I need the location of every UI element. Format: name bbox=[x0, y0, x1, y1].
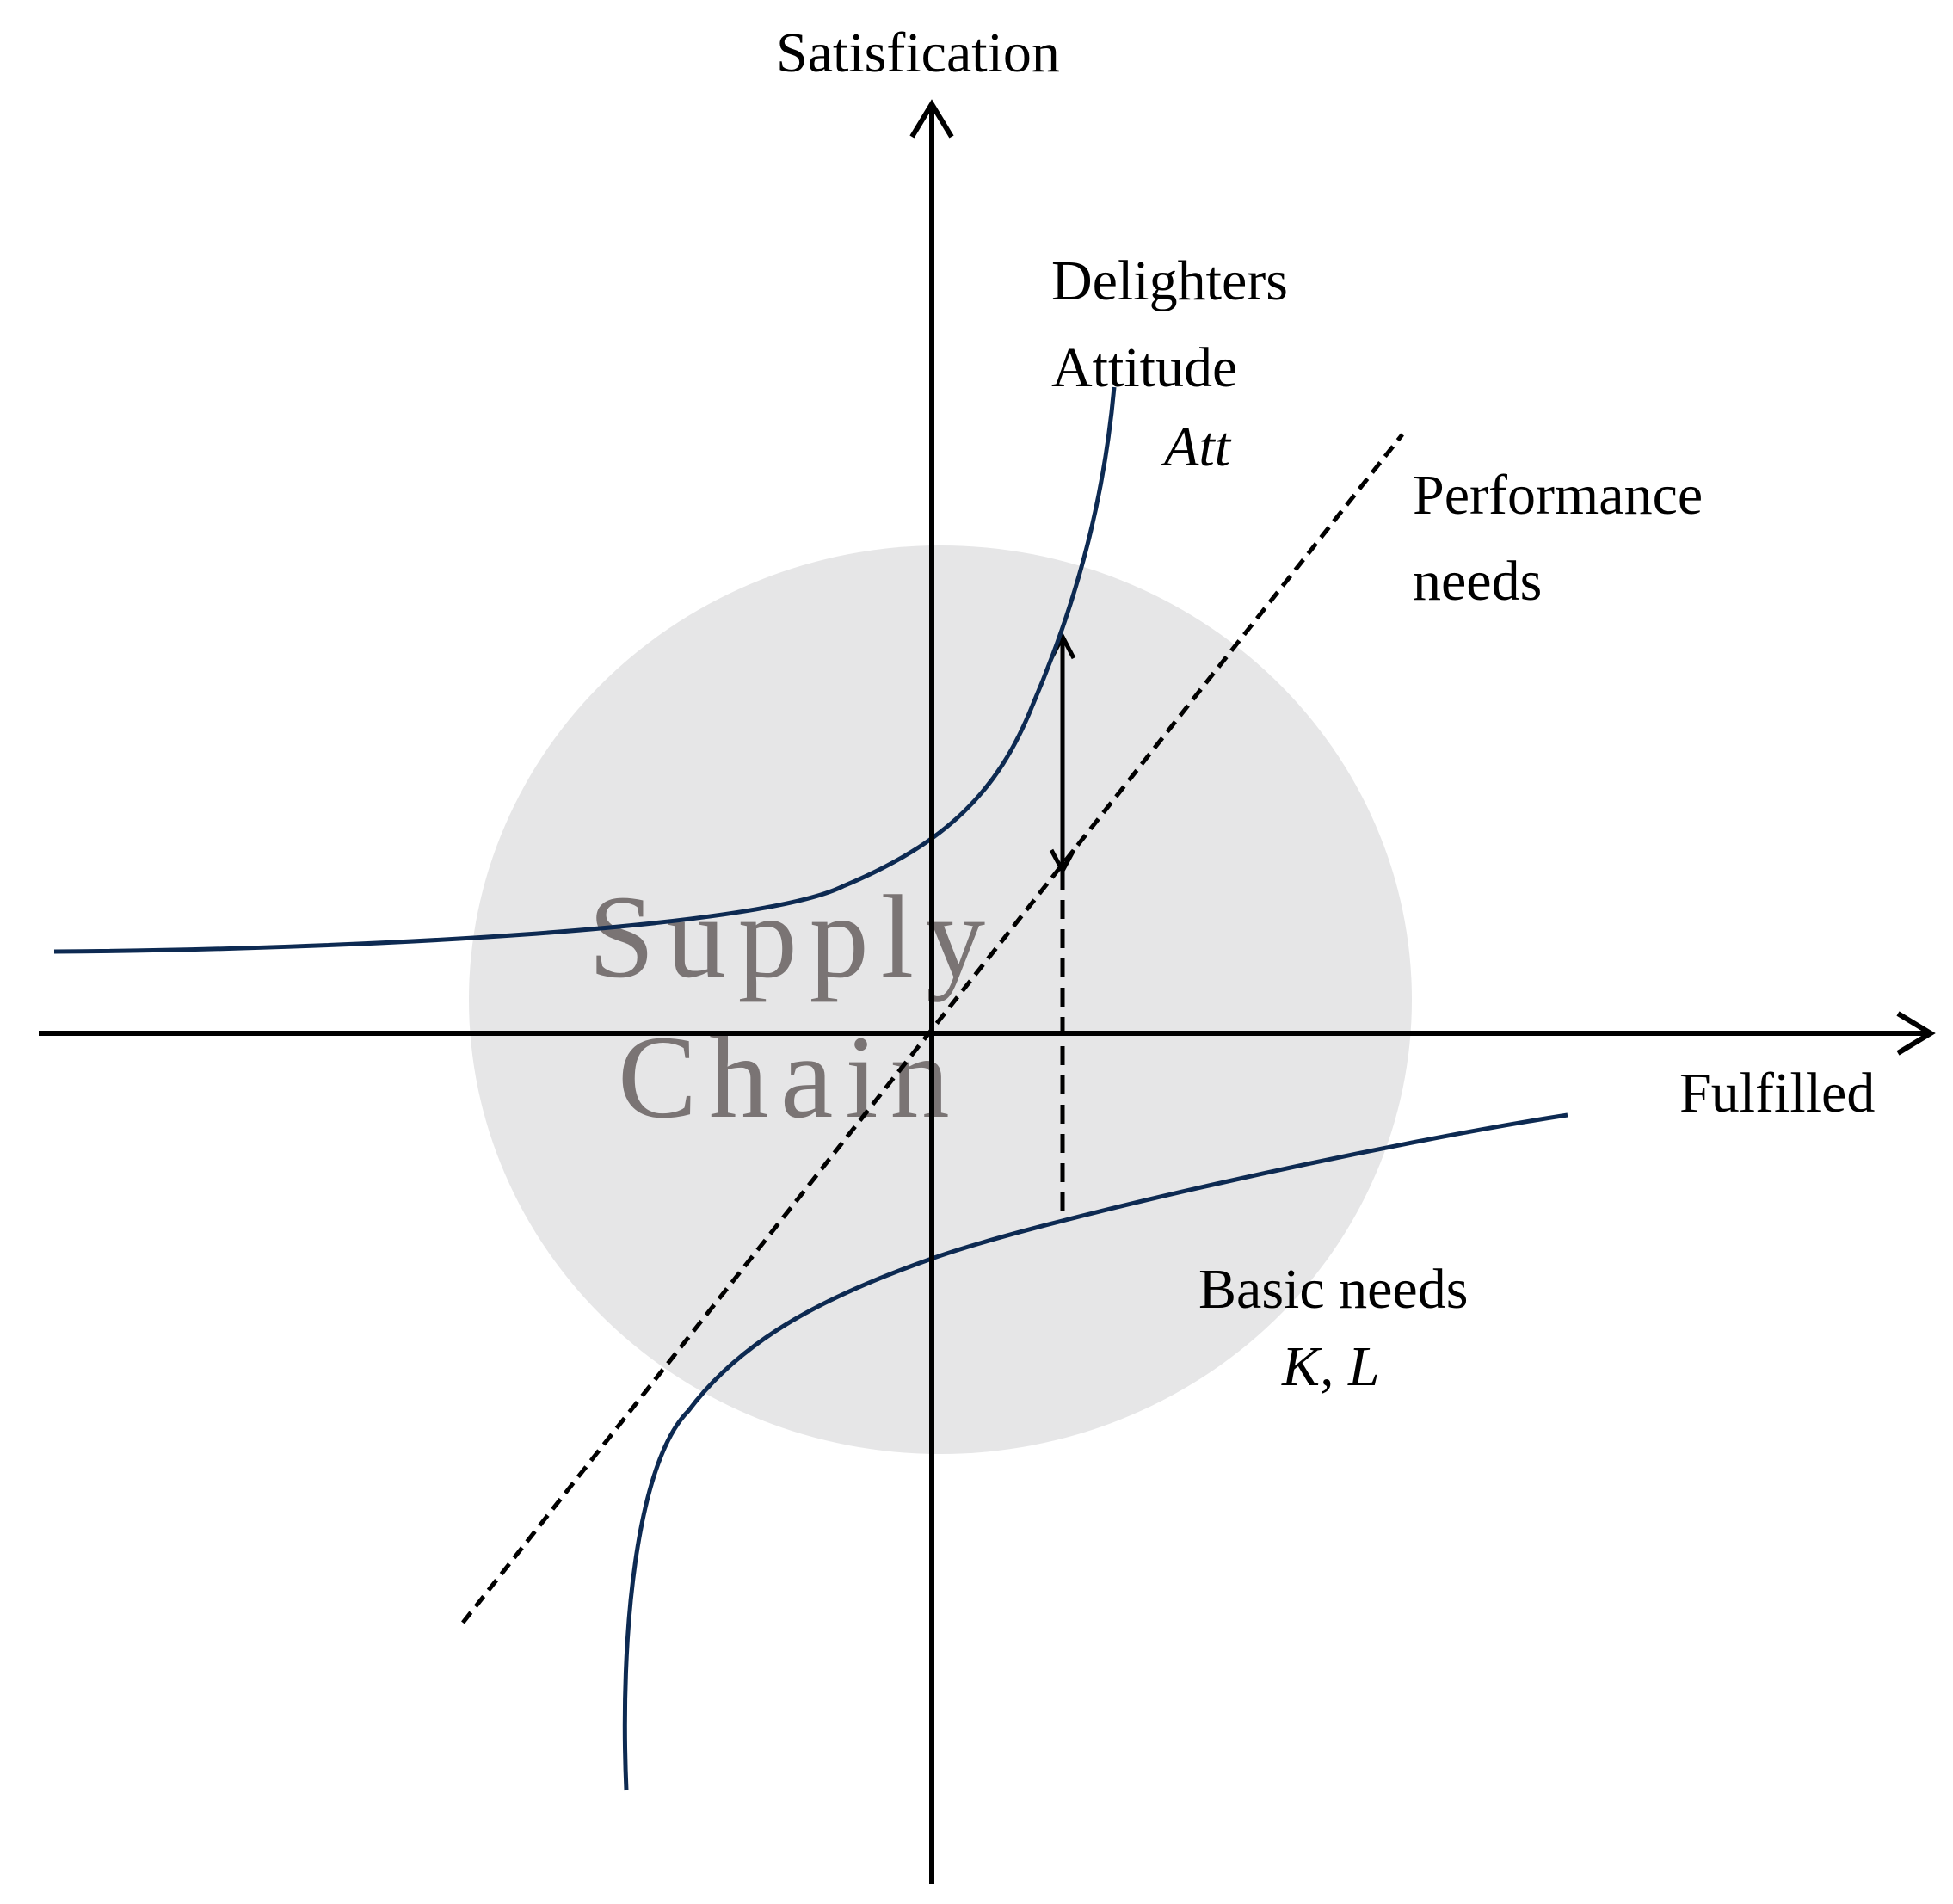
watermark-supply: Supply bbox=[588, 871, 997, 1002]
att-symbol: Att bbox=[1161, 416, 1232, 478]
delighters-label: Delighters bbox=[1051, 250, 1288, 312]
gap-arrow-bottom-head bbox=[1049, 848, 1076, 876]
watermark-chain: Chain bbox=[618, 1011, 962, 1143]
x-axis-arrowhead bbox=[1896, 1011, 1936, 1056]
basic-needs-curve bbox=[622, 1112, 1568, 1791]
supply-chain-circle bbox=[469, 545, 1412, 1454]
attitude-label: Attitude bbox=[1051, 336, 1237, 399]
x-axis-label: Fulfilled bbox=[1679, 1062, 1875, 1125]
delighters-curve bbox=[53, 386, 1117, 954]
y-axis-label: Satisfication bbox=[776, 22, 1060, 84]
y-axis-arrowhead bbox=[909, 99, 954, 139]
basic-needs-label: Basic needs bbox=[1198, 1258, 1468, 1321]
performance-line bbox=[461, 433, 1404, 1624]
kl-symbol: K, L bbox=[1281, 1335, 1380, 1398]
needs-label: needs bbox=[1413, 550, 1542, 613]
performance-label: Performance bbox=[1413, 464, 1703, 527]
